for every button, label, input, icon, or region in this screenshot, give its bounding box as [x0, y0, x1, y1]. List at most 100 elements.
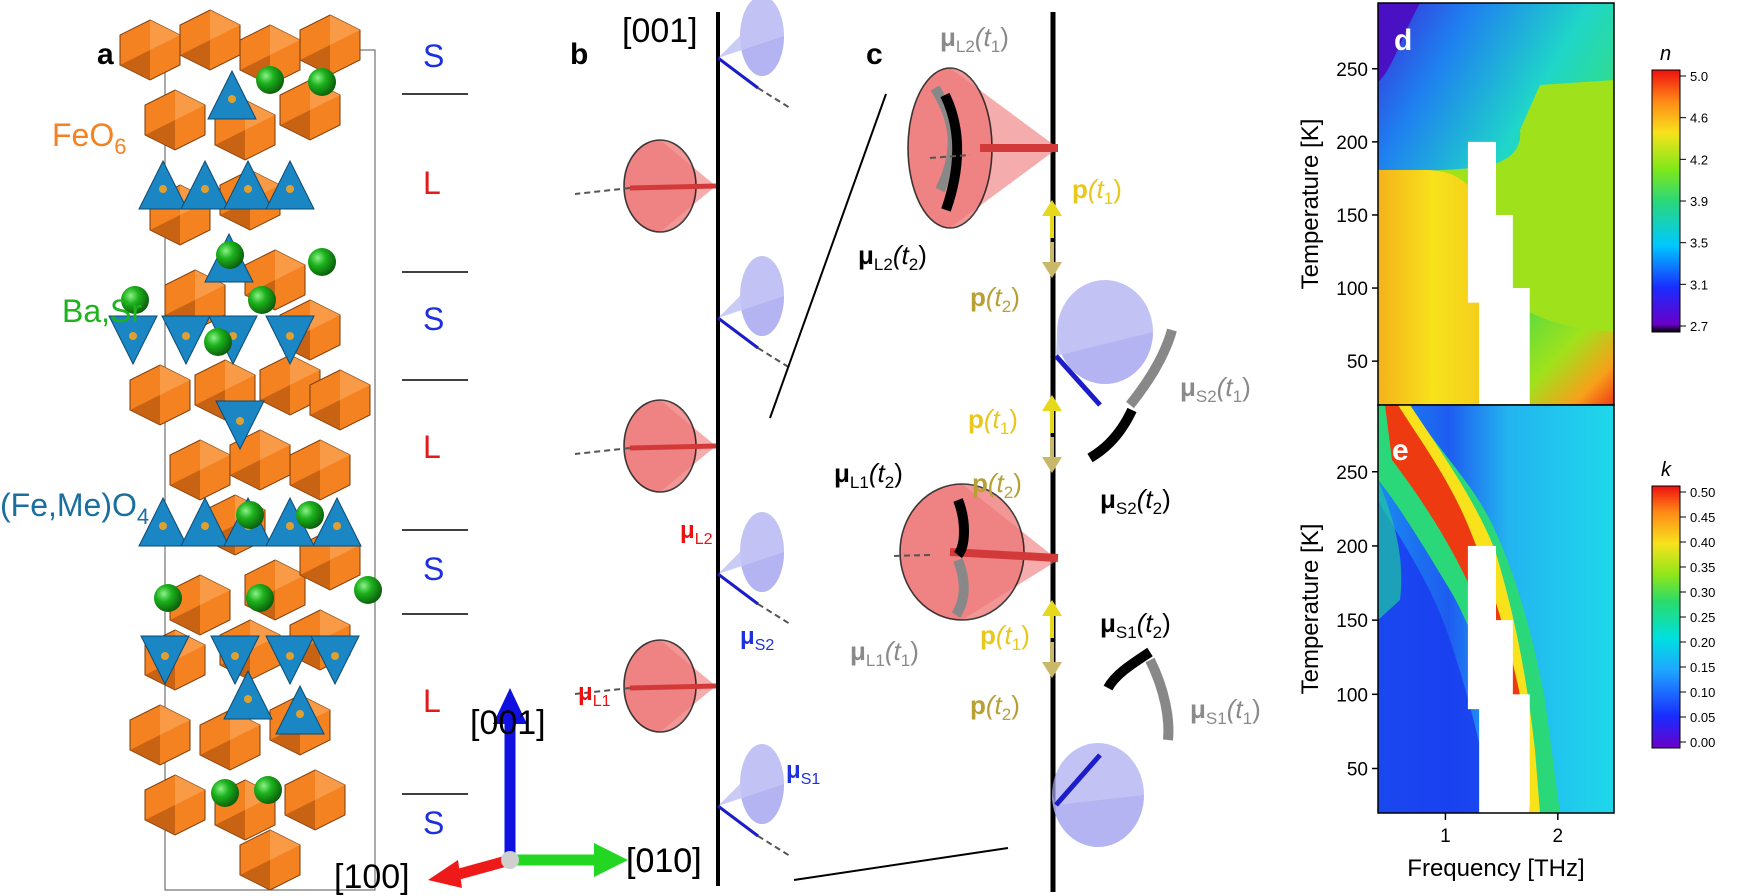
basr-sphere	[308, 68, 336, 96]
colorbar-tick-label: 0.50	[1690, 485, 1715, 500]
basr-sphere	[216, 241, 244, 269]
basr-sphere	[296, 501, 324, 529]
octahedron-facet	[275, 250, 305, 280]
colorbar-tick-label: 0.10	[1690, 685, 1715, 700]
basr-sphere	[204, 328, 232, 356]
octahedron-facet	[320, 440, 350, 470]
octahedron-facet	[320, 610, 350, 640]
octahedron-shade	[180, 40, 210, 70]
octahedron-facet	[210, 10, 240, 40]
tetrahedron-center	[296, 710, 304, 718]
octahedron-shade	[310, 400, 340, 430]
label-p_t1_b: p(t1)	[968, 404, 1018, 438]
panel-c-spin-dynamics: c μL2(t1)μL2(t2)p(t1)p(t2)μS2(t1)p(t1)p(…	[834, 12, 1261, 892]
moment-arrow-s	[717, 572, 759, 606]
tetrahedron-center	[236, 417, 244, 425]
colorbar-tick-label: 3.1	[1690, 277, 1708, 292]
cone-c-s1-base	[1052, 743, 1144, 847]
masked-region-e	[1467, 545, 1530, 813]
octahedron-facet	[245, 100, 275, 130]
colorbar-n: n 5.04.64.23.93.53.12.7	[1651, 43, 1708, 334]
layer-label-s: S	[423, 805, 444, 841]
octahedron-facet	[275, 560, 305, 590]
panel-label-c: c	[866, 38, 883, 71]
axis-extension	[891, 554, 931, 557]
octahedron-facet	[175, 775, 205, 805]
octahedron-shade	[260, 385, 290, 415]
layer-label-l: L	[423, 165, 441, 201]
colorbar-tick-label: 3.5	[1690, 236, 1708, 251]
label-muL2_t1: μL2(t1)	[940, 22, 1009, 56]
moment-arrow-l	[629, 183, 717, 191]
label-p_t2_b: p(t2)	[972, 468, 1022, 502]
tetrahedron-center	[159, 185, 167, 193]
tetrahedron-center	[159, 522, 167, 530]
label-muL1_t1: μL1(t1)	[850, 636, 919, 670]
octahedron-shade	[145, 120, 175, 150]
xlabel: Frequency [THz]	[1407, 855, 1584, 882]
polarization-head-t2	[1042, 457, 1062, 473]
colorbar-tick-label: 5.0	[1690, 69, 1708, 84]
ylabel: Temperature [K]	[1297, 524, 1324, 695]
octahedron-shade	[230, 460, 260, 490]
cones-b	[574, 0, 791, 857]
label-p_t2_c: p(t2)	[970, 690, 1020, 724]
octahedron-shade	[200, 740, 230, 770]
moment-arrow-s	[717, 804, 759, 838]
panel-e-heatmap-k: e	[1377, 404, 1615, 814]
octahedron-shade	[170, 605, 200, 635]
axis-extension	[757, 603, 791, 625]
polarization-head-t2	[1042, 662, 1062, 678]
axis-extension	[757, 347, 791, 369]
cone-b-s1	[718, 0, 784, 76]
tetrahedron-center	[286, 185, 294, 193]
masked-region-d	[1467, 141, 1530, 405]
octahedron-shade	[130, 735, 160, 765]
octahedron-shade	[145, 805, 175, 835]
octahedron-facet	[195, 270, 225, 300]
tetrahedron-center	[129, 332, 137, 340]
label-mu-s1: μS1	[786, 757, 820, 788]
axis-extension	[929, 154, 971, 159]
zoom-line-top	[769, 93, 887, 419]
cone-b-s2	[718, 256, 784, 336]
cone-b-s4	[718, 744, 784, 824]
axis-extension	[757, 835, 791, 857]
label-muL2_t2: μL2(t2)	[858, 240, 927, 274]
labels-c: μL2(t1)μL2(t2)p(t1)p(t2)μS2(t1)p(t1)p(t2…	[834, 22, 1261, 728]
label-mu-l2: μL2	[680, 517, 713, 548]
precession-arrow-grey	[1145, 657, 1174, 741]
femeo4-label: (Fe,Me)O	[0, 487, 137, 523]
tetrahedron-center	[231, 652, 239, 660]
polarization-head-t2	[1042, 262, 1062, 278]
cone-c-s1	[1052, 743, 1144, 847]
colorbar-tick-label: 0.35	[1690, 560, 1715, 575]
octahedron-facet	[200, 575, 230, 605]
moment-arrow-l	[629, 443, 717, 451]
cone-b-s3	[718, 512, 784, 592]
legend-femeo4: (Fe,Me)O4	[0, 487, 149, 529]
tetrahedron-center	[244, 695, 252, 703]
axis-label-001: [001]	[470, 704, 546, 742]
octahedron-facet	[330, 15, 360, 45]
ytick-label: 250	[1336, 60, 1368, 81]
panel-label-b: b	[570, 38, 588, 71]
colorbar-k: k 0.500.450.400.350.300.250.200.150.100.…	[1651, 459, 1715, 750]
tetrahedron-center	[201, 185, 209, 193]
basr-sphere	[154, 584, 182, 612]
colorbar-n-title: n	[1660, 43, 1671, 65]
octahedron-shade	[130, 395, 160, 425]
panel-d-heatmap-n: d	[1377, 2, 1615, 406]
heatmap-e-red-band	[1385, 405, 1530, 813]
label-muS2_t2: μS2(t2)	[1100, 484, 1171, 518]
label-muS1_t1: μS1(t1)	[1190, 694, 1261, 728]
ytick-label: 200	[1336, 133, 1368, 154]
polarization-head	[1042, 200, 1062, 216]
label-muS2_t1: μS2(t1)	[1180, 372, 1251, 406]
xtick-label: 2	[1553, 826, 1564, 847]
heatmap-d-red	[1510, 300, 1614, 405]
masked-block	[1467, 545, 1496, 710]
